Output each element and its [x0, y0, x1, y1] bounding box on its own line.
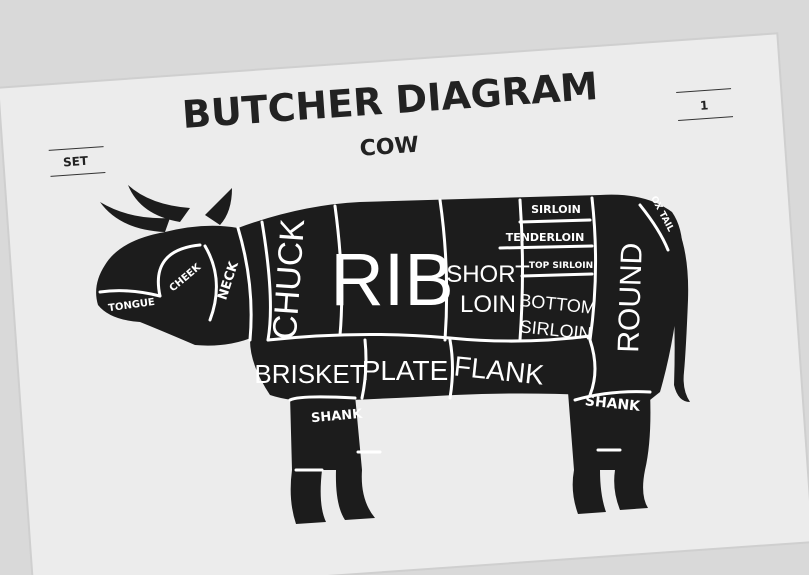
sirloin-line — [520, 220, 590, 222]
topsirloin-line — [522, 274, 592, 276]
label-sirloin: SIRLOIN — [531, 203, 581, 216]
set-label: SET — [63, 154, 90, 170]
label-round: ROUND — [612, 242, 649, 353]
label-plate: PLATE — [362, 355, 449, 386]
label-rib: RIB — [330, 238, 453, 321]
set-number: 1 — [700, 98, 709, 113]
label-short-loin-2: LOIN — [460, 291, 516, 318]
label-top-sirloin: TOP SIRLOIN — [529, 261, 593, 271]
label-tenderloin: TENDERLOIN — [506, 231, 585, 244]
label-brisket: BRISKET — [254, 359, 365, 389]
poster-subtitle: COW — [359, 133, 420, 162]
tenderloin-line — [500, 246, 592, 248]
label-short-loin-1: SHORT — [446, 261, 530, 288]
